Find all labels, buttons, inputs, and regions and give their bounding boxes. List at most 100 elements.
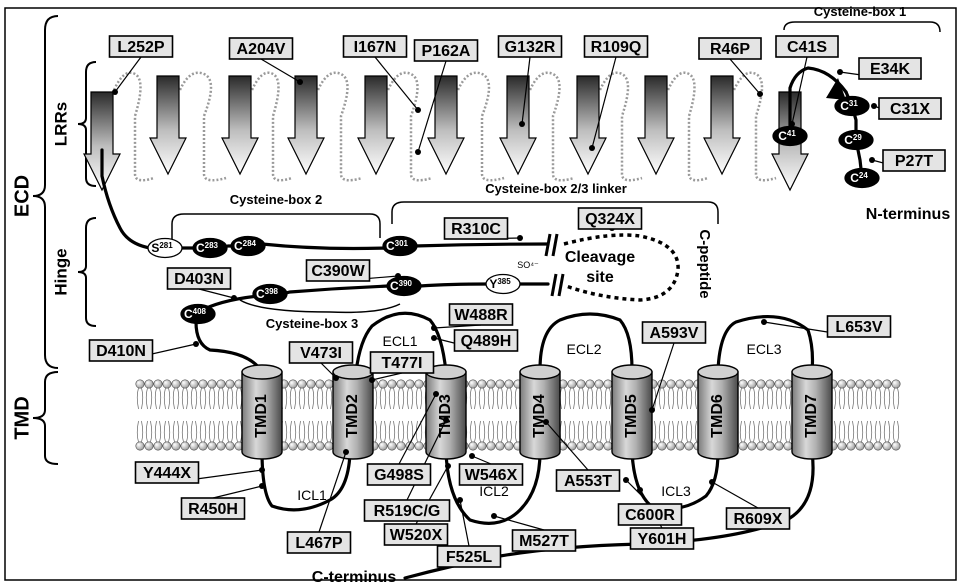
c-peptide-loop [564,235,678,300]
mutation-label: C390W [311,263,365,280]
lipid-head [748,442,756,450]
mutation-site-dot [637,487,643,493]
lipid-head [874,442,882,450]
lipid-tail [223,421,224,442]
lrr-strand-arrow [704,76,740,174]
lipid-tail [322,421,323,442]
lipid-tail [853,388,854,409]
lipid-head [766,442,774,450]
lrr-strand-arrow [288,76,324,174]
mutation-w520x: W520X [385,524,448,545]
helix-label: TMD2 [344,394,361,438]
lrr-strand-arrow [150,76,186,174]
lipid-tail [664,388,665,409]
mutation-site-dot [415,149,421,155]
mutation-site-dot [871,103,877,109]
lipid-tail [142,421,143,442]
lipid-tail [394,421,395,442]
lipid-head [181,442,189,450]
lipid-tail [232,388,233,409]
mutation-label: A593V [650,325,699,342]
mutation-site-dot [649,407,655,413]
lipid-tail [196,388,197,409]
mutation-site-dot [259,467,265,473]
mutation-site-dot [543,419,549,425]
lipid-tail [191,388,192,409]
lipid-head [883,380,891,388]
lipid-tail [673,421,674,442]
lipid-tail [565,388,566,409]
lipid-tail [844,388,845,409]
helix-cap [792,365,832,379]
lipid-tail [893,421,894,442]
cbox2-bracket [172,214,380,240]
lipid-tail [295,421,296,442]
lipid-tail [376,421,377,442]
mutation-site-dot [433,391,439,397]
mutation-r46p: R46P [699,38,761,59]
lipid-tail [376,388,377,409]
lipid-tail [227,421,228,442]
ecl2-label: ECL2 [566,341,601,357]
ecd-brace [33,16,58,368]
lipid-tail [394,388,395,409]
lipid-head [784,380,792,388]
lipid-tail [493,421,494,442]
cbox3-label: Cysteine-box 3 [266,316,358,331]
lipid-head [199,442,207,450]
lipid-tail [479,421,480,442]
mutation-label: L252P [117,39,164,56]
mutation-a593v: A593V [643,322,706,343]
residue-c29: C29 [839,131,873,150]
lipid-head [505,442,513,450]
ecd-label: ECD [11,175,33,217]
lipid-head [892,442,900,450]
helix-cap [520,365,560,379]
mutation-label: M527T [519,533,569,550]
mutation-c390w: C390W [307,260,370,281]
lipid-tail [691,388,692,409]
lipid-tail [497,421,498,442]
lipid-head [739,442,747,450]
lipid-head [667,442,675,450]
lipid-tail [173,421,174,442]
lipid-tail [875,421,876,442]
mutation-site-dot [757,91,763,97]
lipid-tail [331,421,332,442]
lipid-tail [191,421,192,442]
lipid-tail [767,421,768,442]
lipid-tail [677,388,678,409]
lipid-tail [389,388,390,409]
residue-c408: C408 [181,305,215,324]
mutation-label: R450H [188,501,238,518]
helix-cap [242,365,282,379]
lipid-tail [781,421,782,442]
lipid-tail [776,388,777,409]
lipid-head [874,380,882,388]
lipid-head [145,380,153,388]
mutation-site-dot [491,513,497,519]
lipid-head [316,442,324,450]
lipid-tail [578,388,579,409]
lipid-tail [214,421,215,442]
mutation-label: T477I [382,355,423,372]
mutation-label: I167N [354,39,397,56]
lipid-tail [695,388,696,409]
lipid-head [406,380,414,388]
mutation-w546x: W546X [460,464,523,485]
lipid-tail [403,388,404,409]
lipid-head [199,380,207,388]
lipid-head [604,442,612,450]
helix-label: TMD5 [623,394,640,438]
leader-line [712,482,758,508]
mutation-label: P27T [895,153,933,170]
lipid-head [388,380,396,388]
cleavage-tick [559,274,563,296]
lipid-head [847,442,855,450]
lipid-tail [587,421,588,442]
helix-cap [333,365,373,379]
lipid-tail [790,388,791,409]
lipid-tail [655,421,656,442]
hinge-brace [78,218,96,326]
lipid-tail [785,421,786,442]
